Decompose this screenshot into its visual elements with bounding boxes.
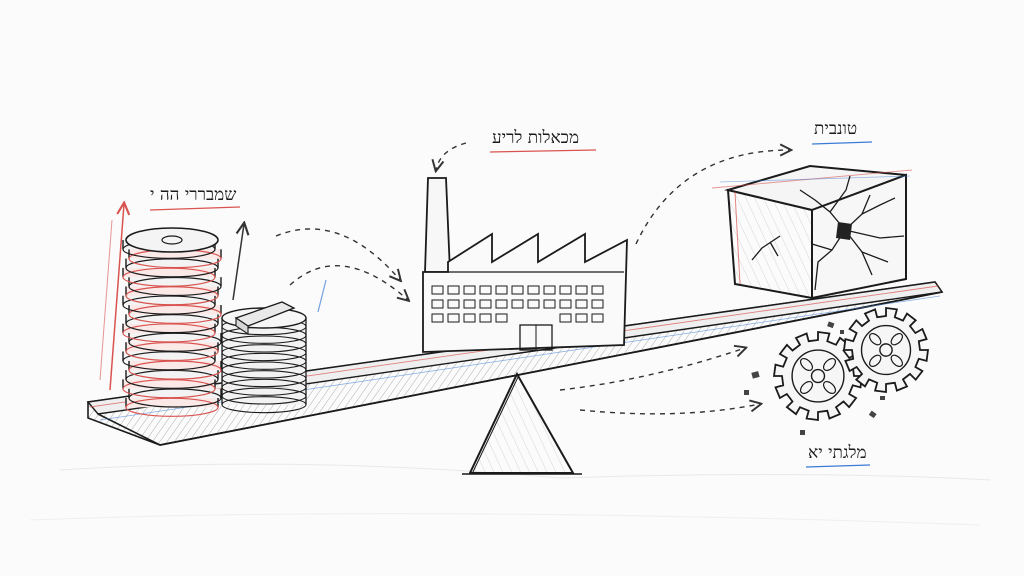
gear-icon (772, 330, 864, 422)
fulcrum-icon (462, 371, 582, 475)
label-right-bottom: מלגתי יא (805, 443, 871, 468)
label-left: שמבררי הה י (149, 185, 241, 211)
label-right-top: טונבית (811, 119, 873, 145)
coin-stack-small-icon (221, 301, 307, 414)
ground-shadow (29, 463, 991, 526)
label-left-text: שמבררי הה י (150, 185, 236, 205)
factory-icon (422, 177, 628, 353)
label-right-top-text: טונבית (814, 119, 857, 139)
gear-icon (842, 306, 930, 394)
flow-arrows (275, 142, 790, 415)
rising-arrow-icon (99, 204, 327, 391)
cracked-cube-icon (711, 164, 913, 300)
debris-icon (744, 321, 885, 435)
coin-stack-icon (122, 227, 222, 417)
label-center-text: מכאלות לריע (492, 128, 579, 148)
label-right-bottom-text: מלגתי יא (808, 443, 867, 463)
label-center: מכאלות לריע (489, 128, 597, 153)
